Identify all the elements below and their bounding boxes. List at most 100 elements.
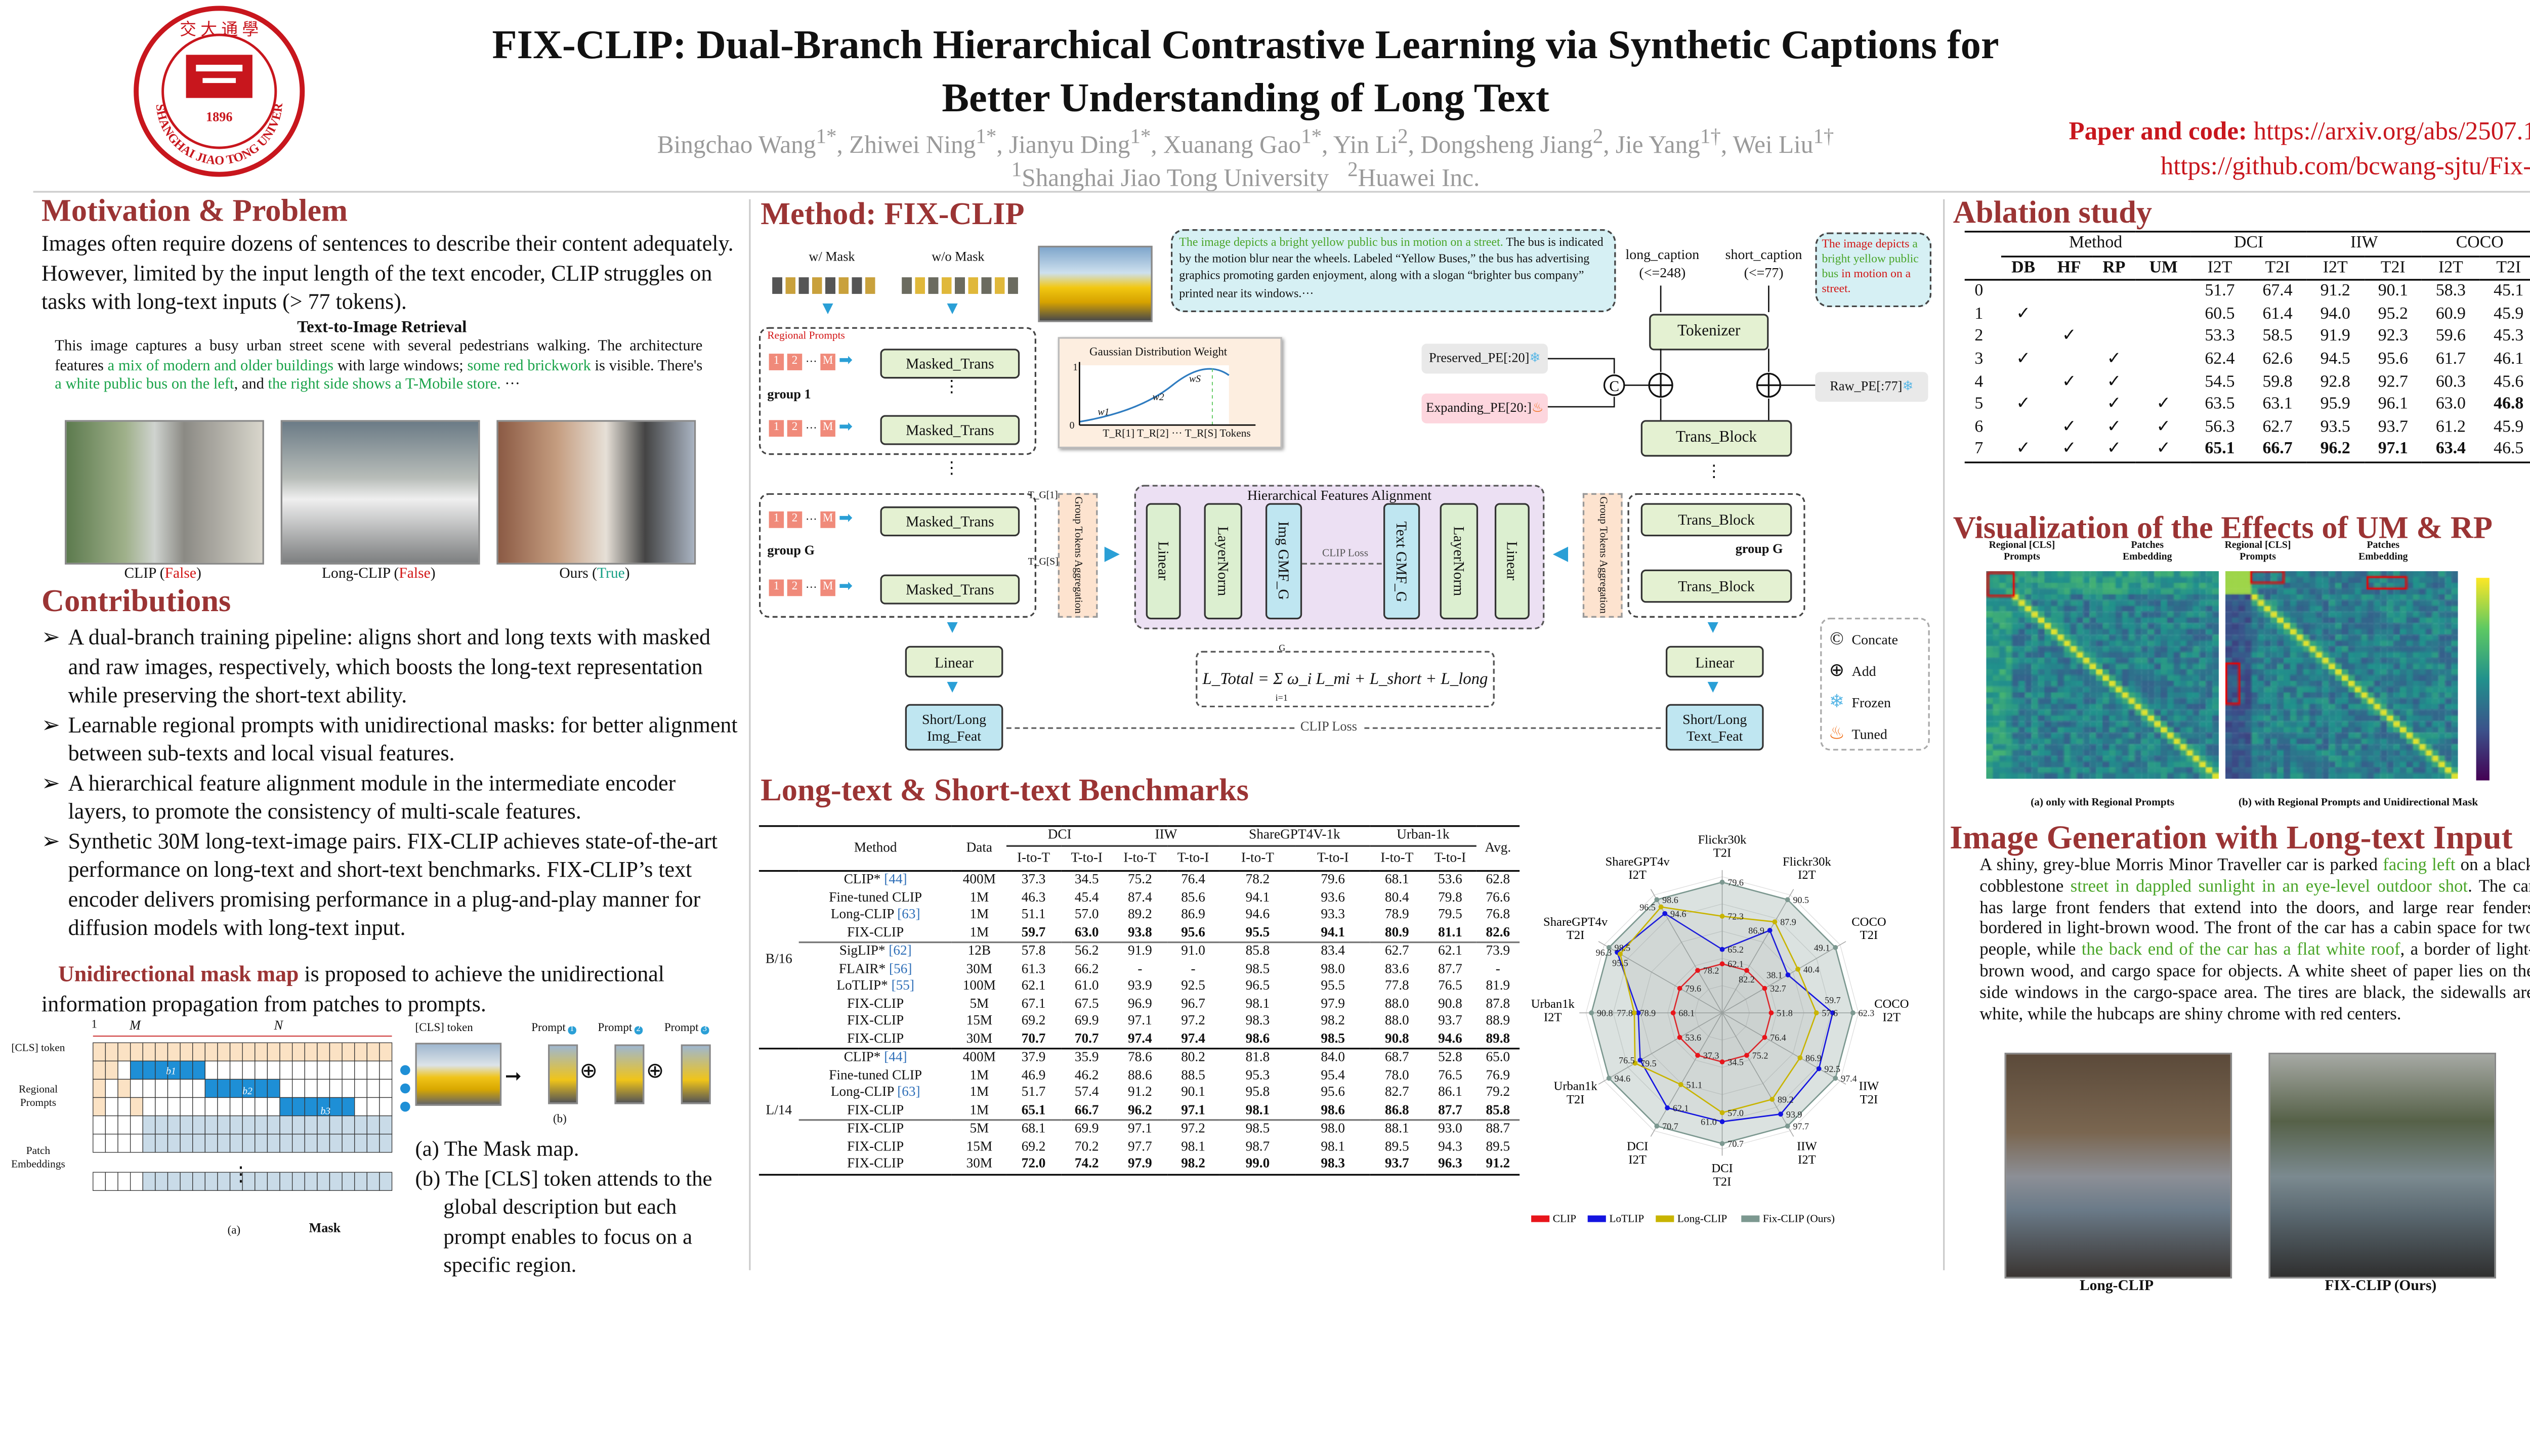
score-cell: 95.4 — [1321, 1066, 1345, 1082]
header-direction: I-to-T — [1017, 849, 1050, 865]
citation-link[interactable]: [56] — [889, 960, 912, 976]
short-caption-phrase: in motion on a street. — [1822, 267, 1911, 296]
score-cell: 67.5 — [1074, 995, 1099, 1011]
heatmap-regional-prompts — [1986, 571, 2219, 779]
axis-zero: 0 — [1069, 421, 1075, 432]
score-cell: 46.9 — [1021, 1066, 1046, 1082]
github-link[interactable]: https://github.com/bcwang-sjtu/Fix-CLIP — [2160, 152, 2530, 181]
mask-cell — [130, 1042, 143, 1061]
citation-link[interactable]: [63] — [897, 907, 920, 922]
mask-cell — [105, 1060, 118, 1080]
citation-link[interactable]: [44] — [884, 872, 907, 887]
score-cell: 98.6 — [1321, 1101, 1345, 1117]
radar-axis — [1722, 1012, 1846, 1085]
sum-upper: G — [1279, 644, 1286, 655]
header-direction: I2T — [2438, 258, 2463, 277]
legend-label: LoTLIP — [1609, 1213, 1644, 1225]
sum-lower: i=1 — [1275, 694, 1288, 704]
author-name: Jie Yang — [1615, 133, 1700, 160]
contribution-item: ➢A hierarchical feature alignment module… — [41, 768, 739, 826]
score-cell: 87.7 — [1438, 1101, 1462, 1117]
mask-cell — [267, 1134, 280, 1153]
method-cell: Long-CLIP [63] — [799, 907, 952, 924]
mask-cell — [366, 1134, 380, 1153]
mask-cell — [192, 1079, 205, 1098]
header-direction: I2T — [2323, 258, 2348, 277]
score-cell: 96.2 — [2320, 440, 2350, 459]
header-direction: T-to-I — [1071, 849, 1103, 865]
author-affil: 1* — [1130, 124, 1151, 148]
score-cell: 96.7 — [1181, 995, 1205, 1011]
radar-value-label: 38.1 — [1766, 970, 1783, 980]
data-size-cell: 30M — [966, 1155, 993, 1171]
ellipsis: ··· — [805, 512, 817, 526]
score-cell: 76.9 — [1486, 1066, 1510, 1082]
radar-point — [1814, 1010, 1819, 1016]
tgs-label: T_G[S] — [1028, 558, 1059, 568]
model-name: CLIP — [124, 564, 156, 581]
score-cell: 83.4 — [1321, 943, 1345, 958]
linear-block-image: Linear — [905, 646, 1003, 678]
citation-link[interactable]: [62] — [889, 943, 912, 958]
radar-value-label: 53.6 — [1685, 1033, 1701, 1043]
radar-point — [1768, 1010, 1774, 1016]
mask-cell — [291, 1172, 305, 1191]
mask-cell — [242, 1097, 256, 1117]
empty-cell — [2000, 280, 2046, 304]
caption-a: (a) The Mask map. — [415, 1135, 579, 1161]
score-cell: 93.3 — [1321, 907, 1345, 922]
masked-trans-block: Masked_Trans — [880, 415, 1020, 445]
score-cell: 53.3 — [2205, 327, 2235, 346]
score-cell: 83.6 — [1385, 960, 1409, 976]
method-cell: FIX-CLIP — [799, 1013, 952, 1030]
mask-cell — [379, 1042, 393, 1061]
radar-value-label: 68.1 — [1678, 1008, 1695, 1018]
citation-link[interactable]: [63] — [897, 1084, 920, 1099]
method-name: FIX-CLIP — [847, 1101, 904, 1117]
heatmap-b-col1: Regional [CLS] Prompts — [2224, 541, 2291, 562]
method-name: FLAIR* — [838, 960, 886, 976]
generated-caption-fixclip: FIX-CLIP (Ours) — [2325, 1276, 2437, 1294]
arxiv-link[interactable]: https://arxiv.org/abs/2507.10095 — [2253, 118, 2530, 146]
score-cell: 95.6 — [2378, 350, 2408, 369]
mask-cell — [304, 1060, 318, 1080]
header-component: RP — [2102, 258, 2126, 277]
radar-value-label: 37.3 — [1703, 1051, 1719, 1061]
legend-swatch — [1741, 1215, 1760, 1222]
snowflake-icon: ❄ — [1829, 692, 1845, 713]
citation-link[interactable]: [55] — [891, 978, 915, 993]
header-component: UM — [2149, 258, 2178, 277]
mask-cell — [117, 1097, 131, 1117]
radar-value-label: 86.9 — [1805, 1053, 1822, 1063]
mask-cell — [291, 1134, 305, 1153]
block-b2: b2 — [242, 1087, 252, 1098]
contribution-text: Learnable regional prompts with unidirec… — [68, 711, 738, 766]
prompt-token: M — [820, 353, 835, 370]
paper-links: Paper and code: https://arxiv.org/abs/25… — [1910, 114, 2530, 184]
score-cell: 58.5 — [2262, 327, 2293, 346]
score-cell: 85.6 — [1181, 889, 1205, 905]
citation-link[interactable]: [44] — [884, 1049, 907, 1064]
mask-cell — [242, 1060, 256, 1080]
radar-value-label: 92.5 — [1824, 1064, 1840, 1074]
mask-cell — [117, 1042, 131, 1061]
radar-value-label: 49.1 — [1814, 943, 1830, 953]
highlighted-phrase: street in dappled sunlight in an eye-lev… — [2070, 878, 2468, 896]
legend-item: ⊕Add — [1827, 654, 1923, 686]
mask-cell — [329, 1172, 343, 1191]
data-size-cell: 1M — [969, 924, 989, 939]
radar-axis — [1650, 1012, 1723, 1137]
legend-label: Add — [1851, 661, 1876, 678]
score-cell: 97.7 — [1128, 1138, 1152, 1153]
group-tokens-aggregation-right: Group Tokens Aggregation — [1582, 493, 1623, 618]
bullet-arrow-icon: ➢ — [41, 624, 60, 650]
mask-cell — [291, 1115, 305, 1135]
radar-value-label: 76.5 — [1619, 1055, 1635, 1065]
author-name: Xuanang Gao — [1163, 133, 1301, 160]
data-size-cell: 30M — [966, 960, 993, 976]
